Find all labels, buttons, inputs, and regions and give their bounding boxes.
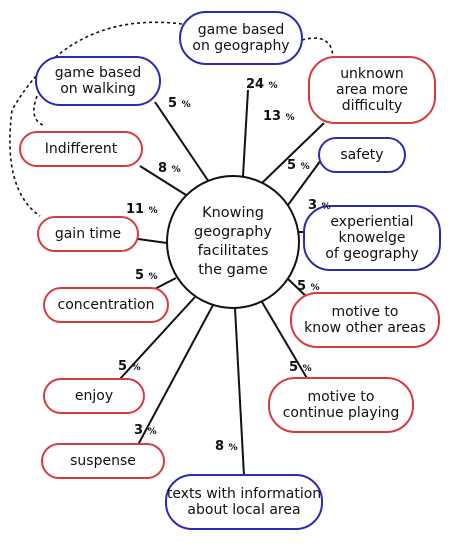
node-border-game-based-on-geography — [179, 11, 303, 65]
spoke-suspense — [131, 304, 214, 457]
node-label-texts-with-information-about-local-area-line-2: about local area — [187, 502, 300, 518]
percent-gain-time: 11 % — [126, 202, 158, 217]
center-line-1: Knowing — [202, 205, 264, 221]
node-border-concentration — [43, 287, 169, 323]
node-border-game-based-on-walking — [35, 56, 161, 106]
spoke-game-based-on-walking — [154, 101, 210, 183]
node-border-indifferent — [19, 131, 143, 167]
node-label-motive-to-continue-playing-line-2: continue playing — [283, 405, 400, 421]
node-gain-time: gain time — [37, 216, 139, 252]
node-label-game-based-on-geography-line-1: game based — [198, 22, 284, 38]
node-label-unknown-area-more-difficulty-line-1: unknown — [340, 66, 404, 82]
center-line-4: the game — [198, 262, 268, 278]
spoke-game-based-on-geography — [242, 89, 249, 177]
node-border-motive-to-know-other-areas — [290, 292, 440, 348]
node-label-motive-to-know-other-areas-line-1: motive to — [332, 304, 399, 320]
node-label-experiential-knowledge-of-geography-line-2: knowelge — [339, 230, 406, 246]
spoke-gain-time — [137, 238, 168, 244]
center-circle — [166, 175, 300, 309]
node-label-concentration-line-1: concentration — [58, 297, 155, 313]
node-label-texts-with-information-about-local-area-line-1: texts with information — [167, 486, 321, 502]
node-border-gain-time — [37, 216, 139, 252]
dashed-link-game-based-on-walking-to-indifferent — [33, 95, 46, 127]
node-label-experiential-knowledge-of-geography-line-3: of geography — [325, 246, 418, 262]
percent-unknown-area-more-difficulty: 13 % — [263, 109, 295, 124]
percent-concentration: 5 % — [135, 268, 158, 283]
spoke-safety — [287, 159, 322, 206]
spoke-indifferent — [139, 165, 187, 196]
spokes — [118, 89, 325, 477]
spoke-texts-with-information-about-local-area — [234, 307, 245, 477]
dashed-link-game-based-on-geography-to-gain-time — [9, 21, 183, 217]
node-border-unknown-area-more-difficulty — [308, 56, 436, 124]
node-safety: safety — [318, 137, 406, 173]
percent-motive-to-know-other-areas: 5 % — [297, 279, 320, 294]
percent-labels: 24 % 13 % 5 % 3 % 5 % 5 % 8 % 3 % 5 % 5 % 11 % 8 % 5… — [118, 77, 331, 454]
percent-texts-with-information-about-local-area: 8 % — [215, 439, 238, 454]
percent-game-based-on-geography: 24 % — [246, 77, 278, 92]
node-border-motive-to-continue-playing — [268, 377, 414, 433]
spoke-motive-to-continue-playing — [261, 301, 309, 381]
percent-game-based-on-walking: 5 % — [168, 96, 191, 111]
center-node: Knowing geography facilitates the game — [166, 175, 300, 309]
node-suspense: suspense — [41, 443, 165, 479]
percent-safety: 5 % — [287, 158, 310, 173]
node-indifferent: Indifferent — [19, 131, 143, 167]
spoke-enjoy — [118, 296, 196, 381]
center-line-3: facilitates — [198, 243, 269, 259]
node-label-game-based-on-geography-line-2: on geography — [192, 38, 289, 54]
node-label-experiential-knowledge-of-geography-line-1: experiential — [330, 214, 413, 230]
node-border-suspense — [41, 443, 165, 479]
node-label-unknown-area-more-difficulty-line-2: area more — [336, 82, 408, 98]
node-label-gain-time-line-1: gain time — [55, 226, 121, 242]
percent-suspense: 3 % — [134, 423, 157, 438]
node-border-safety — [318, 137, 406, 173]
node-label-indifferent-line-1: Indifferent — [45, 141, 118, 157]
percent-experiential-knowledge-of-geography: 3 % — [308, 198, 331, 213]
percent-motive-to-continue-playing: 5 % — [289, 360, 312, 375]
node-label-game-based-on-walking-line-2: on walking — [60, 81, 136, 97]
center-line-2: geography — [194, 224, 272, 240]
node-label-suspense-line-1: suspense — [70, 453, 136, 469]
node-border-enjoy — [43, 378, 145, 414]
dashed-links — [9, 21, 334, 217]
node-border-texts-with-information-about-local-area — [165, 474, 323, 530]
percent-indifferent: 8 % — [158, 161, 181, 176]
node-label-motive-to-continue-playing-line-1: motive to — [308, 389, 375, 405]
node-label-safety-line-1: safety — [340, 147, 383, 163]
node-label-unknown-area-more-difficulty-line-3: difficulty — [342, 98, 403, 114]
node-label-motive-to-know-other-areas-line-2: know other areas — [304, 320, 426, 336]
node-border-experiential-knowledge-of-geography — [303, 205, 441, 271]
dashed-link-game-based-on-geography-to-unknown-area-more-difficulty — [301, 37, 334, 59]
spoke-unknown-area-more-difficulty — [261, 122, 325, 184]
node-enjoy: enjoy — [43, 378, 145, 414]
node-label-enjoy-line-1: enjoy — [75, 388, 113, 404]
node-label-game-based-on-walking-line-1: game based — [55, 65, 141, 81]
node-concentration: concentration — [43, 287, 169, 323]
percent-enjoy: 5 % — [118, 359, 141, 374]
